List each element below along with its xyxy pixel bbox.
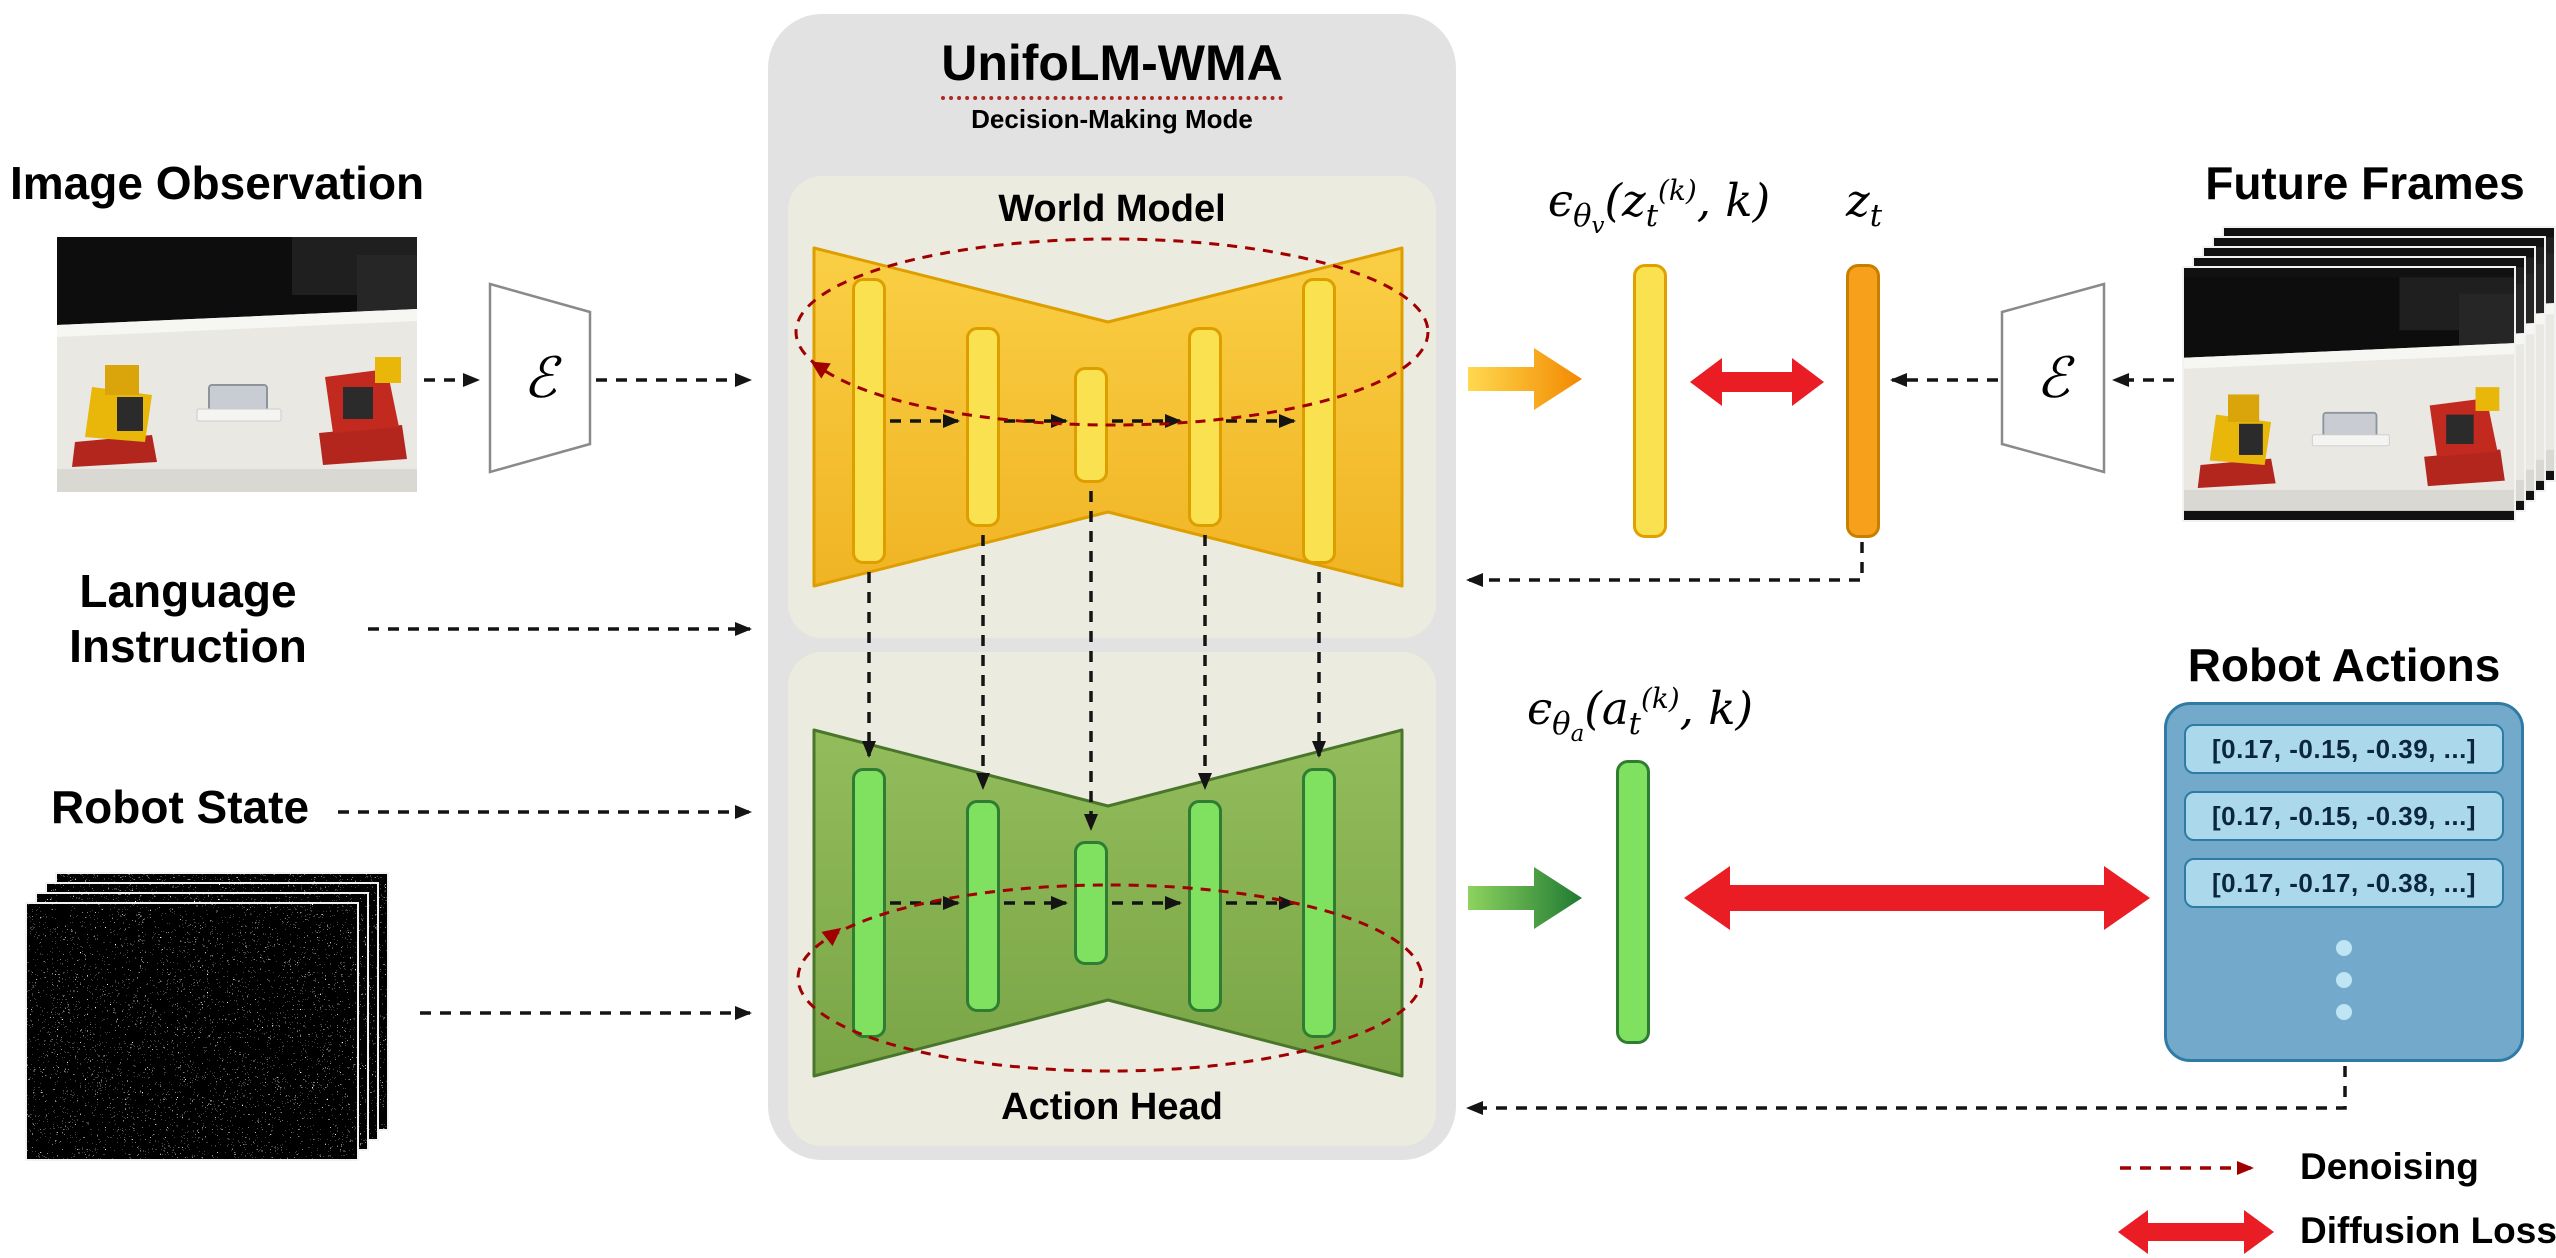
unifolm-title: UnifoLM-WMA [768,34,1456,100]
action-vector-row: [0.17, -0.17, -0.38, ...] [2184,858,2504,908]
robot-actions-label: Robot Actions [2187,639,2501,691]
action-vector-row: [0.17, -0.15, -0.39, ...] [2184,724,2504,774]
language-instruction-label: Language Instruction [69,565,307,673]
video-target-latent-bar [1846,264,1880,538]
world-model-bar-2 [966,327,1000,527]
robot-scene-image [57,237,417,492]
action-head-bar-2 [966,800,1000,1012]
robot-state-noise-stack [25,872,391,1162]
script-e-symbol-right: ℰ [2036,345,2070,411]
script-e-symbol-left: ℰ [523,345,557,411]
world-model-bar-5 [1302,278,1336,564]
arrow-zt-feedback-to-block [1466,542,1864,587]
legend-diffusion-loss-arrow [2118,1210,2274,1254]
world-model-output-arrow [1468,348,1582,410]
action-noise-latent-bar [1616,760,1650,1044]
world-model-bar-3 [1074,367,1108,483]
diffusion-loss-arrow-action [1684,866,2150,930]
diffusion-loss-arrow-video [1690,358,1824,406]
action-head-bar-1 [852,768,886,1038]
encoder-right [2000,282,2106,474]
future-frames-stack [2182,226,2556,522]
future-frames-label: Future Frames [2205,157,2525,209]
action-head-bar-4 [1188,800,1222,1012]
video-noise-prediction-label: ϵθv(zt(k), k) [1547,174,1771,240]
arrow-actions-feedback-to-block [1466,1066,2347,1115]
world-model-bar-4 [1188,327,1222,527]
noise-frame [25,902,359,1161]
legend-denoising-label: Denoising [2300,1146,2479,1187]
future-frame [2182,266,2516,522]
action-vector-row: [0.17, -0.15, -0.39, ...] [2184,791,2504,841]
world-model-title: World Model [998,188,1226,230]
unifolm-subtitle: Decision-Making Mode [971,104,1253,134]
video-noise-latent-bar [1633,264,1667,538]
legend-diffusion-loss-label: Diffusion Loss [2300,1210,2556,1251]
action-head-output-arrow [1468,867,1582,929]
action-head-bar-5 [1302,768,1336,1038]
action-noise-prediction-label: ϵθa(at(k), k) [1526,682,1754,748]
action-head-title: Action Head [1001,1086,1223,1128]
action-head-bar-3 [1074,841,1108,965]
encoder-left [488,282,592,474]
image-observation-photo [57,237,417,492]
robot-state-label: Robot State [50,781,310,833]
zt-label: zt [1845,174,1882,234]
world-model-bar-1 [852,278,886,564]
image-observation-label: Image Observation [10,157,425,209]
